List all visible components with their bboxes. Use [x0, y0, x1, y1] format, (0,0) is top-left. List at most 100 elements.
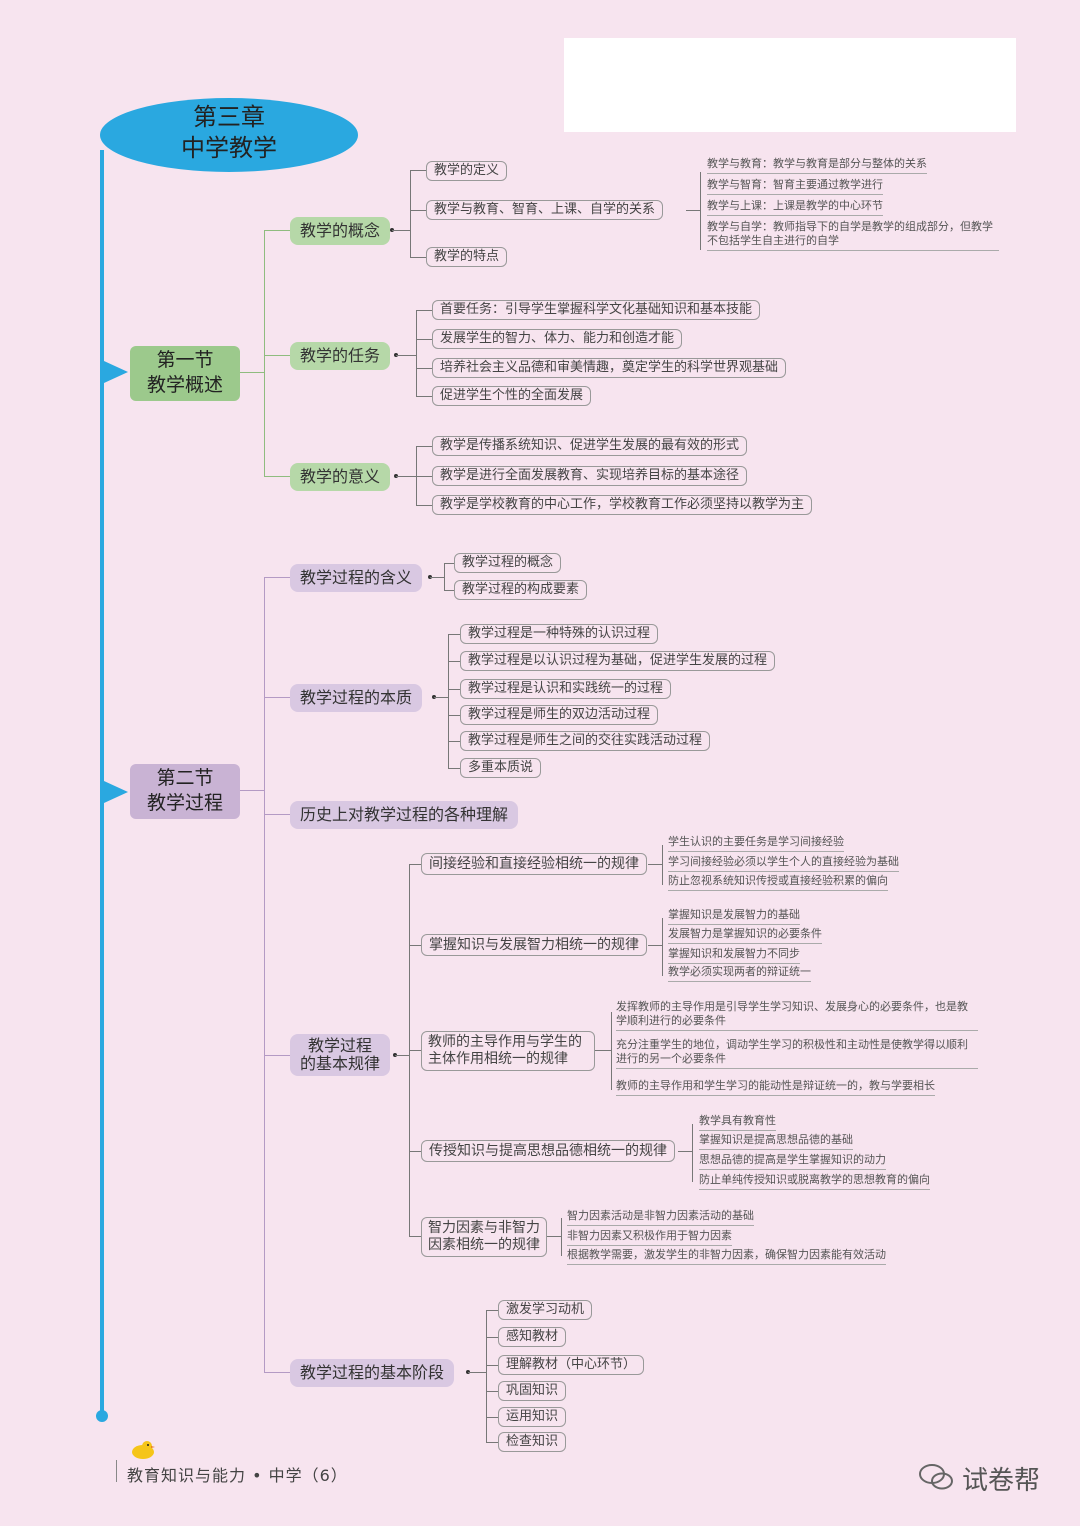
topic-process-stages[interactable]: 教学过程的基本阶段 [290, 1359, 455, 1387]
connector [561, 1218, 562, 1256]
connector [416, 476, 432, 477]
connector [416, 446, 432, 447]
chick-icon [132, 1441, 155, 1459]
connector [264, 1372, 290, 1373]
leaf-stage-motivation[interactable]: 激发学习动机 [498, 1300, 593, 1320]
connector [240, 790, 264, 791]
law-knowledge-morality[interactable]: 传授知识与提高思想品德相统一的规律 [421, 1140, 675, 1162]
trunk-end-dot [96, 1410, 108, 1422]
connector [648, 945, 662, 946]
connector [486, 1310, 487, 1442]
connector [444, 563, 445, 590]
note-morality-3: 思想品德的提高是学生掌握知识的动力 [699, 1153, 886, 1170]
law-intellectual-factors[interactable]: 智力因素与非智力因素相统一的规律 [421, 1217, 547, 1257]
note-relation-intellect: 教学与智育：智育主要通过教学进行 [707, 178, 883, 195]
leaf-task-develop[interactable]: 发展学生的智力、体力、能力和创造才能 [432, 329, 683, 349]
topic-process-laws[interactable]: 教学过程 的基本规律 [290, 1034, 391, 1076]
connector [430, 577, 444, 578]
connector [410, 257, 426, 258]
leaf-essence-5[interactable]: 教学过程是师生之间的交往实践活动过程 [460, 731, 711, 751]
leaf-task-morality[interactable]: 培养社会主义品德和审美情趣，奠定学生的科学世界观基础 [432, 358, 787, 378]
leaf-significance-3[interactable]: 教学是学校教育的中心工作，学校教育工作必须坚持以教学为主 [432, 495, 813, 515]
leaf-stage-understand[interactable]: 理解教材（中心环节） [498, 1355, 645, 1375]
section2-node[interactable]: 第二节 教学过程 [130, 764, 240, 819]
note-intellect-1: 掌握知识是发展智力的基础 [668, 908, 800, 925]
connector [468, 1372, 486, 1373]
connector [410, 170, 426, 171]
connector [448, 741, 460, 742]
topic-teaching-concept[interactable]: 教学的概念 [290, 217, 391, 245]
connector [486, 1365, 498, 1366]
connector [409, 864, 421, 865]
blank-area [564, 38, 1016, 132]
leaf-essence-3[interactable]: 教学过程是认识和实践统一的过程 [460, 679, 672, 699]
leaf-stage-consolidate[interactable]: 巩固知识 [498, 1381, 567, 1401]
connector [692, 1124, 693, 1182]
connector [416, 310, 417, 396]
leaf-significance-2[interactable]: 教学是进行全面发展教育、实现培养目标的基本途径 [432, 466, 748, 486]
leaf-essence-1[interactable]: 教学过程是一种特殊的认识过程 [460, 624, 659, 644]
topic-teaching-significance[interactable]: 教学的意义 [290, 463, 391, 491]
connector [486, 1442, 498, 1443]
leaf-significance-1[interactable]: 教学是传播系统知识、促进学生发展的最有效的形式 [432, 436, 748, 456]
leaf-task-primary[interactable]: 首要任务：引导学生掌握科学文化基础知识和基本技能 [432, 300, 761, 320]
section1-title: 教学概述 [146, 374, 223, 396]
connector [662, 918, 663, 976]
connector [662, 845, 663, 885]
connector [410, 210, 426, 211]
topic-process-essence[interactable]: 教学过程的本质 [290, 684, 423, 712]
leaf-teaching-relations[interactable]: 教学与教育、智育、上课、自学的关系 [426, 200, 664, 220]
connector [264, 355, 290, 356]
leaf-teaching-features[interactable]: 教学的特点 [426, 247, 508, 267]
connector [264, 814, 290, 815]
note-factors-3: 根据教学需要，激发学生的非智力因素，确保智力因素能有效活动 [567, 1248, 886, 1265]
section1-node[interactable]: 第一节 教学概述 [130, 346, 240, 401]
leaf-stage-perceive[interactable]: 感知教材 [498, 1327, 567, 1347]
section1-arrow [104, 361, 128, 383]
law-experience[interactable]: 间接经验和直接经验相统一的规律 [421, 853, 647, 875]
note-factors-2: 非智力因素又积极作用于智力因素 [567, 1229, 732, 1246]
connector [396, 355, 416, 356]
connector [416, 368, 432, 369]
leaf-process-concept[interactable]: 教学过程的概念 [454, 553, 562, 573]
connector [444, 590, 454, 591]
connector [416, 339, 432, 340]
connector [547, 1236, 561, 1237]
note-intellect-4: 教学必须实现两者的辩证统一 [668, 965, 811, 982]
trunk-line [100, 150, 104, 1416]
leaf-stage-apply[interactable]: 运用知识 [498, 1407, 567, 1427]
connector [240, 372, 264, 373]
note-intellect-2: 发展智力是掌握知识的必要条件 [668, 927, 822, 944]
connector [416, 505, 432, 506]
connector [416, 310, 432, 311]
connector [686, 210, 700, 211]
leaf-task-personality[interactable]: 促进学生个性的全面发展 [432, 386, 592, 406]
topic-teaching-tasks[interactable]: 教学的任务 [290, 342, 391, 370]
note-morality-4: 防止单纯传授知识或脱离教学的思想教育的偏向 [699, 1173, 930, 1190]
section1-number: 第一节 [156, 349, 214, 371]
leaf-process-elements[interactable]: 教学过程的构成要素 [454, 580, 588, 600]
connector [264, 476, 290, 477]
note-teacher-3: 教师的主导作用和学生学习的能动性是辩证统一的，教与学要相长 [616, 1079, 935, 1096]
watermark-text: 试卷帮 [962, 1466, 1041, 1496]
connector [416, 396, 432, 397]
laws-label-line1: 教学过程 [308, 1036, 373, 1055]
topic-process-meaning[interactable]: 教学过程的含义 [290, 564, 423, 592]
note-relation-education: 教学与教育：教学与教育是部分与整体的关系 [707, 157, 927, 174]
section2-arrow [104, 781, 128, 803]
law-teacher-student[interactable]: 教师的主导作用与学生的主体作用相统一的规律 [421, 1031, 595, 1071]
law-knowledge-intellect[interactable]: 掌握知识与发展智力相统一的规律 [421, 934, 647, 956]
leaf-essence-2[interactable]: 教学过程是以认识过程为基础，促进学生发展的过程 [460, 651, 776, 671]
leaf-essence-6[interactable]: 多重本质说 [460, 758, 542, 778]
topic-process-history[interactable]: 历史上对教学过程的各种理解 [290, 801, 519, 829]
connector [486, 1391, 498, 1392]
leaf-teaching-definition[interactable]: 教学的定义 [426, 161, 508, 181]
footer-divider [116, 1460, 117, 1482]
chapter-name: 中学教学 [181, 134, 277, 162]
connector [448, 715, 460, 716]
connector [396, 476, 416, 477]
note-relation-lesson: 教学与上课：上课是教学的中心环节 [707, 199, 883, 216]
leaf-essence-4[interactable]: 教学过程是师生的双边活动过程 [460, 705, 659, 725]
leaf-stage-check[interactable]: 检查知识 [498, 1432, 567, 1452]
footer-text: 教育知识与能力 • 中学（6） [127, 1466, 348, 1485]
